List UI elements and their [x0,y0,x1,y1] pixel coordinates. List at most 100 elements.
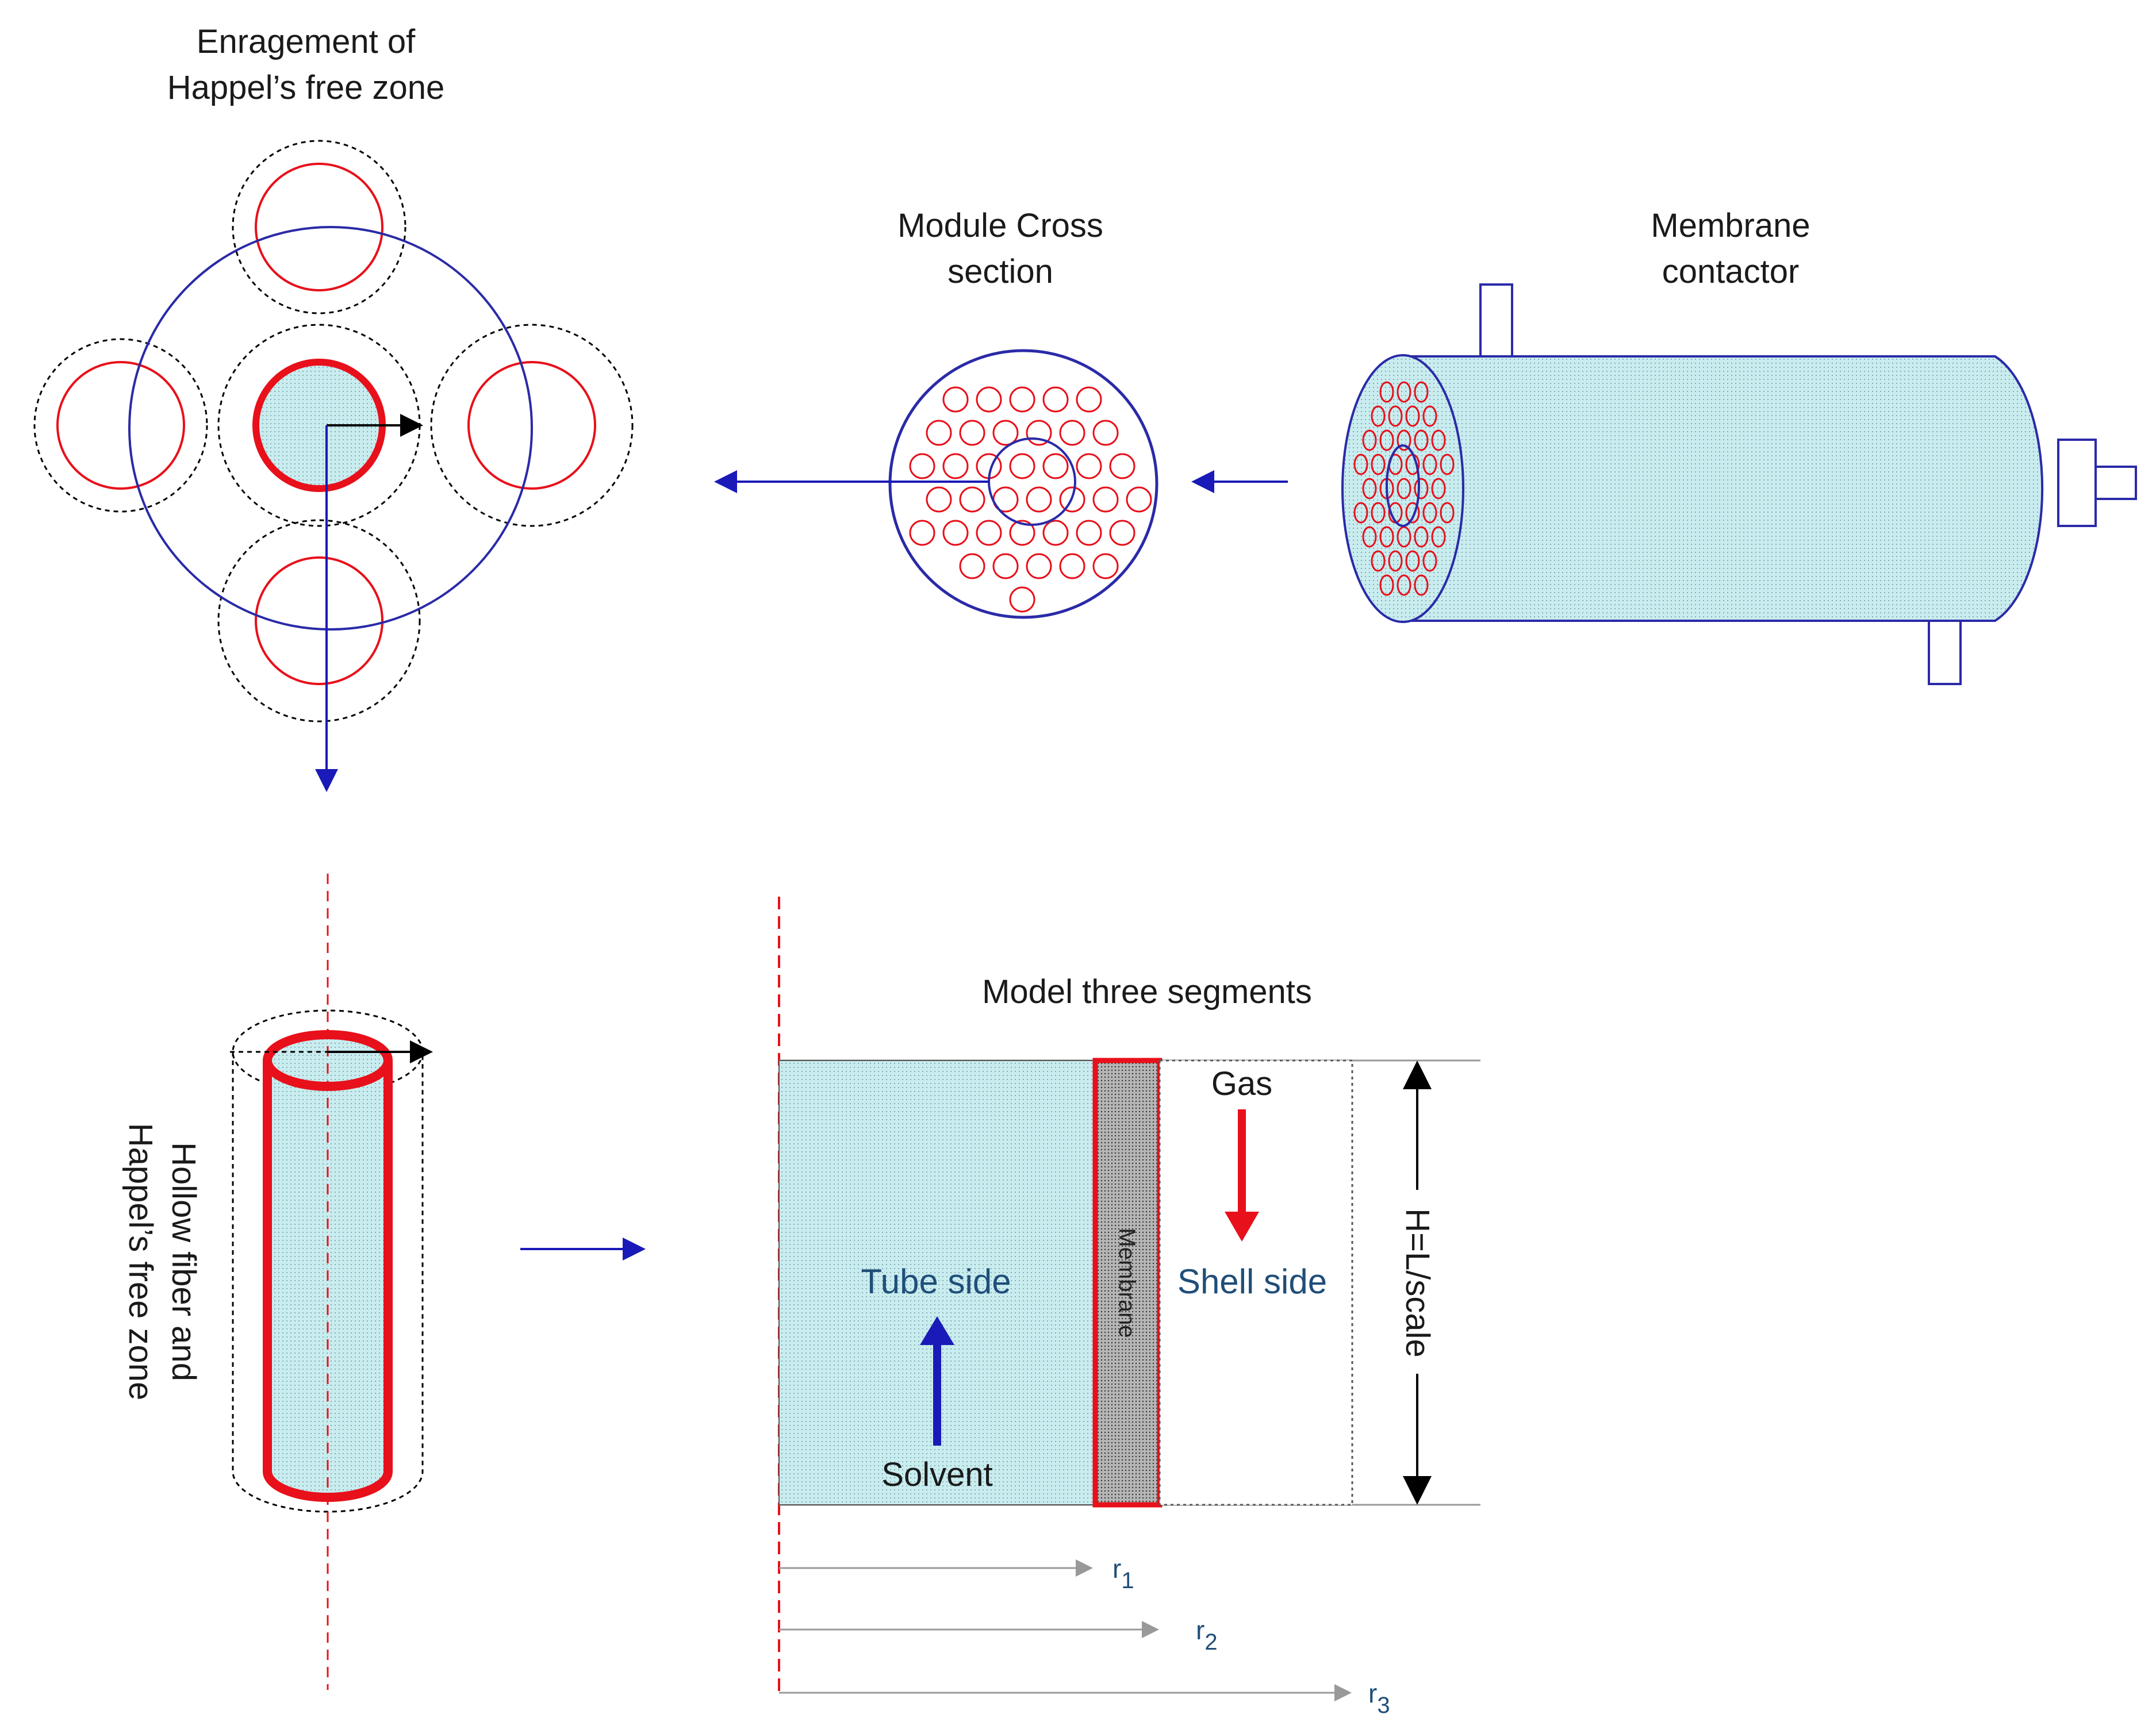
fiber-face [1371,454,1386,475]
height-label: H=L/scale [1399,1208,1436,1358]
fiber-face [1405,502,1420,524]
fiber-cross-section [959,420,985,446]
fiber-face [1397,429,1411,451]
fiber-cross-section [1042,386,1069,413]
fiber-face [1371,502,1386,524]
fiber-cross-section [942,453,969,479]
fiber-cross-section [1009,520,1035,546]
contactor-title-line1: Membrane [1651,207,1810,244]
fiber-left [56,361,185,490]
fiber-right [467,361,596,490]
fiber-face [1440,502,1455,524]
fiber-face [1422,405,1437,427]
fiber-cross-section [1126,486,1152,513]
fiber-face [1362,478,1377,499]
end-pipe [2094,466,2137,500]
fiber-cross-section [1092,553,1119,579]
fiber-face [1405,405,1420,427]
fiber-face [1371,550,1386,572]
fiber-cross-section [1026,420,1052,446]
membrane-label: Membrane [1114,1228,1140,1338]
membrane-region [1092,1058,1163,1508]
membrane-contactor: Membrane contactor [1341,207,2137,685]
module-cross-title-line2: section [947,253,1053,290]
r2-label: r2 [1196,1615,1218,1655]
fiber-cross-section [959,553,985,579]
fiber-cross-section [1092,420,1119,446]
tube-side-label: Tube side [861,1262,1011,1301]
shell-side-region [1158,1059,1353,1506]
fiber-face [1379,429,1394,451]
fiber-face [1397,526,1411,548]
hollow-fiber-label-line1: Hollow fiber and [165,1142,202,1381]
model-title: Model three segments [982,973,1312,1010]
shell-side-label: Shell side [1177,1262,1327,1301]
fiber-cross-section [1059,420,1085,446]
fiber-face [1371,405,1386,427]
free-zone-top [232,140,406,314]
module-cross-section: Module Cross section [714,207,1288,619]
fiber-cross-section [926,420,952,446]
fiber-cross-section [1009,586,1035,613]
free-zone-left [33,338,208,513]
module-cross-title-line1: Module Cross [897,207,1103,244]
fiber-face [1422,454,1437,475]
fiber-face [1431,478,1446,499]
free-zone-right [430,324,634,527]
bottom-nozzle [1928,614,1962,685]
solvent-label: Solvent [881,1456,992,1493]
height-label-bg [1397,1190,1437,1374]
gas-label: Gas [1211,1065,1272,1102]
fiber-cross-section [1076,453,1102,479]
fiber-face [1388,550,1403,572]
contactor-title-line2: contactor [1662,253,1800,290]
fiber-cross-section [909,520,935,546]
fiber-face [1414,429,1429,451]
fiber-face [1414,381,1429,403]
enlargement-circle [128,226,533,631]
fiber-face [1388,405,1403,427]
hollow-fiber-label-line2: Happel’s free zone [122,1123,159,1401]
r1-label: r1 [1112,1554,1134,1593]
fiber-cross-section [992,420,1019,446]
free-zone-cylinder [232,1052,424,1513]
fiber-cross-section [909,453,935,479]
fiber-cross-section [976,520,1002,546]
module-zoom-circle [988,437,1076,526]
module-fibers [909,386,1152,613]
fiber-cross-section [1092,486,1119,513]
fiber-face [1397,574,1411,596]
fiber-cross-section [1026,486,1052,513]
enlargement-title-line1: Enragement of [197,23,416,60]
fiber-cross-section [1026,553,1052,579]
height-arrow-bottom [1403,1476,1432,1505]
module-shell-circle [888,349,1158,619]
fiber-cross-section [1109,453,1135,479]
fiber-face [1414,478,1429,499]
enlargement-title-line2: Happel’s free zone [167,69,445,106]
fiber-face [1422,550,1437,572]
fiber-face [1379,381,1394,403]
model-three-segments: Model three segments Membrane Gas Shell … [778,897,1480,1718]
end-cap [2057,439,2097,527]
height-arrow-top [1403,1060,1432,1089]
contactor-face-fibers [1353,381,1455,596]
tube-side-region [778,1060,1096,1505]
fiber-cross-section [926,486,952,513]
fiber-face [1397,381,1411,403]
fiber-face [1422,502,1437,524]
fiber-cross-section [942,520,969,546]
fiber-cross-section [992,553,1019,579]
fiber-face [1362,429,1377,451]
fiber-cross-section [1042,520,1069,546]
fiber-face [1414,574,1429,596]
fiber-cross-section [1109,520,1135,546]
fiber-face [1431,526,1446,548]
contactor-body [1402,355,2044,622]
fiber-face [1405,550,1420,572]
r3-label: r3 [1368,1678,1390,1718]
fiber-face [1397,478,1411,499]
fiber-cross-section [1076,386,1102,413]
fiber-face [1353,502,1368,524]
